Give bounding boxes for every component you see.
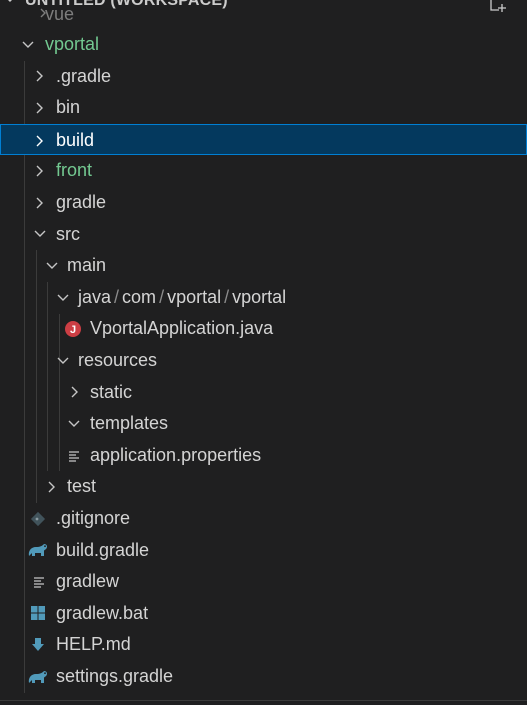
git-icon <box>29 503 47 535</box>
text-file-icon <box>30 566 48 598</box>
tree-item-label: gradle <box>56 191 107 212</box>
tree-item-label: HELP.md <box>56 634 131 655</box>
chevron-right-icon <box>31 187 49 219</box>
path-separator: / <box>159 286 165 307</box>
tree-item-label: resources <box>78 349 158 370</box>
tree-item-label: gradlew.bat <box>56 602 149 623</box>
tree-item-help-md[interactable]: HELP.md <box>0 629 527 661</box>
tree-item-resources[interactable]: resources <box>0 345 527 377</box>
tree-item-static[interactable]: static <box>0 377 527 409</box>
path-separator: / <box>224 286 230 307</box>
tree-item-gradle[interactable]: gradle <box>0 187 527 219</box>
tree-item-templates[interactable]: templates <box>0 408 527 440</box>
tree-item-test[interactable]: test <box>0 471 527 503</box>
tree-item-vportal-application-java[interactable]: J VportalApplication.java <box>0 313 527 345</box>
tree-item-label: vportal <box>45 34 100 54</box>
indent-guide <box>24 61 25 693</box>
chevron-down-icon <box>65 408 83 440</box>
file-tree: vportal .gradle bin build front gradle <box>0 29 527 693</box>
gradle-elephant-icon <box>27 535 49 567</box>
tree-item-gitignore[interactable]: .gitignore <box>0 503 527 535</box>
tree-item-label: static <box>90 381 133 402</box>
tree-item-front[interactable]: front <box>0 155 527 187</box>
tree-item-label: vue <box>45 4 75 22</box>
chevron-down-icon <box>31 219 49 251</box>
path-segment-java[interactable]: java <box>78 286 112 307</box>
java-badge-text: J <box>70 324 76 336</box>
tree-item-label: build <box>56 129 95 150</box>
path-segment-com[interactable]: com <box>122 286 157 307</box>
chevron-down-icon <box>54 282 72 314</box>
tree-item-label: templates <box>90 413 169 434</box>
indent-guide <box>36 250 37 503</box>
gradle-elephant-icon <box>27 661 49 693</box>
path-segment-vportal[interactable]: vportal <box>167 286 222 307</box>
chevron-right-icon <box>31 61 49 93</box>
chevron-down-icon <box>19 29 37 61</box>
windows-icon <box>29 598 47 630</box>
tree-item-label: build.gradle <box>56 539 150 560</box>
chevron-right-icon <box>31 92 49 124</box>
chevron-down-icon <box>54 345 72 377</box>
java-file-icon: J <box>64 313 82 345</box>
indent-guide <box>59 314 60 471</box>
tree-item-settings-gradle[interactable]: settings.gradle <box>0 661 527 693</box>
indent-guide <box>47 282 48 471</box>
tree-item-label: gradlew <box>56 571 120 592</box>
tree-item-bin[interactable]: bin <box>0 92 527 124</box>
panel-divider <box>0 700 527 701</box>
tree-item-dot-gradle[interactable]: .gradle <box>0 61 527 93</box>
tree-item-build[interactable]: build <box>0 123 527 157</box>
new-file-icon[interactable] <box>487 0 511 20</box>
path-separator: / <box>114 286 120 307</box>
chevron-right-icon <box>40 8 46 18</box>
tree-item-label: front <box>56 160 93 181</box>
tree-item-label: VportalApplication.java <box>90 318 274 339</box>
compressed-folder-path: java/com/vportal/vportal <box>78 282 286 314</box>
explorer-header[interactable]: UNTITLED (WORKSPACE) <box>0 0 527 17</box>
tree-item-gradlew-bat[interactable]: gradlew.bat <box>0 598 527 630</box>
tree-item-application-properties[interactable]: application.properties <box>0 440 527 472</box>
chevron-right-icon <box>31 125 49 157</box>
tree-item-vue-clipped[interactable]: vue <box>0 0 527 22</box>
tree-item-label: main <box>67 255 107 276</box>
tree-item-build-gradle[interactable]: build.gradle <box>0 535 527 567</box>
chevron-right-icon <box>66 377 84 409</box>
tree-item-main[interactable]: main <box>0 250 527 282</box>
chevron-right-icon <box>31 155 49 187</box>
chevron-right-icon <box>43 471 61 503</box>
tree-item-label: settings.gradle <box>56 665 174 686</box>
tree-item-vportal[interactable]: vportal <box>0 29 527 61</box>
tree-item-label: .gradle <box>56 65 112 86</box>
chevron-down-icon[interactable] <box>4 0 16 5</box>
tree-item-label: bin <box>56 97 81 118</box>
tree-item-gradlew[interactable]: gradlew <box>0 566 527 598</box>
path-segment-vportal-leaf[interactable]: vportal <box>232 286 287 307</box>
tree-item-label: src <box>56 223 80 244</box>
tree-item-src[interactable]: src <box>0 219 527 251</box>
tree-item-label: .gitignore <box>56 507 131 528</box>
tree-item-label: test <box>67 476 97 497</box>
chevron-down-icon <box>43 250 61 282</box>
tree-item-label: application.properties <box>90 444 262 465</box>
markdown-download-icon <box>29 629 47 661</box>
workspace-title: UNTITLED (WORKSPACE) <box>25 0 228 9</box>
text-file-icon <box>65 440 83 472</box>
tree-item-java-path[interactable]: java/com/vportal/vportal <box>0 282 527 314</box>
